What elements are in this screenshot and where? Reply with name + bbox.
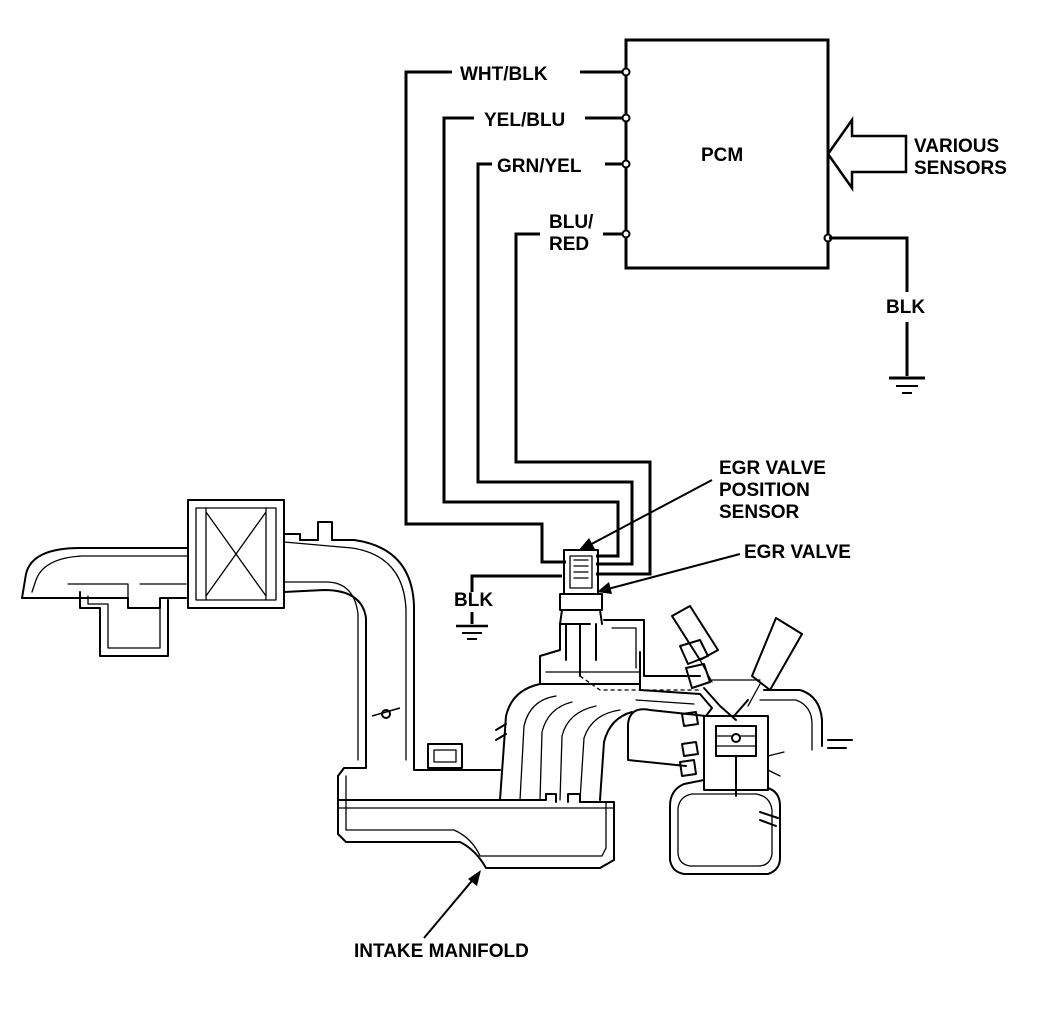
wire-blu-red-label-2: RED (549, 234, 589, 255)
pcm-ground-symbol-icon (889, 376, 925, 394)
wire-wht-blk (404, 70, 622, 564)
egr-position-sensor-arrowhead-icon (578, 538, 595, 551)
pcm-box (624, 38, 830, 270)
egr-position-sensor-label-1: EGR VALVE (719, 458, 826, 479)
wire-yel-blu-label: YEL/BLU (484, 110, 565, 131)
pcm-label: PCM (701, 145, 743, 166)
egr-valve-leader (603, 553, 741, 591)
egr-position-sensor-label-2: POSITION (719, 480, 810, 501)
engine-block (627, 605, 853, 875)
wire-blu-red-label-1: BLU/ (549, 212, 594, 233)
intake-manifold-arrowhead-icon (468, 870, 481, 886)
wire-grn-yel (476, 162, 634, 566)
egr-ground-wire (470, 574, 562, 592)
pcm-ground-label: BLK (886, 297, 925, 318)
air-intake-duct (21, 499, 415, 769)
egr-ground-label: BLK (454, 590, 493, 611)
egr-valve-label: EGR VALVE (744, 542, 851, 563)
wire-wht-blk-label: WHT/BLK (460, 64, 548, 85)
egr-valve-arrowhead-icon (597, 582, 612, 594)
egr-ground-symbol-icon (456, 624, 488, 640)
egr-valve-assembly (559, 549, 701, 691)
various-sensors-label-1: VARIOUS (914, 136, 999, 157)
intake-manifold-label: INTAKE MANIFOLD (354, 941, 529, 962)
egr-position-sensor-label-3: SENSOR (719, 502, 800, 523)
intake-manifold-leader (423, 875, 477, 939)
various-sensors-arrow-icon (826, 116, 908, 192)
intake-manifold (337, 623, 641, 869)
wire-blu-red (514, 232, 652, 576)
various-sensors-label-2: SENSORS (914, 158, 1007, 179)
pcm-pins (621, 67, 833, 243)
egr-position-sensor-leader (583, 479, 713, 549)
wire-grn-yel-label: GRN/YEL (497, 156, 582, 177)
wire-yel-blu (442, 116, 622, 558)
pcm-ground-wire (829, 236, 909, 292)
